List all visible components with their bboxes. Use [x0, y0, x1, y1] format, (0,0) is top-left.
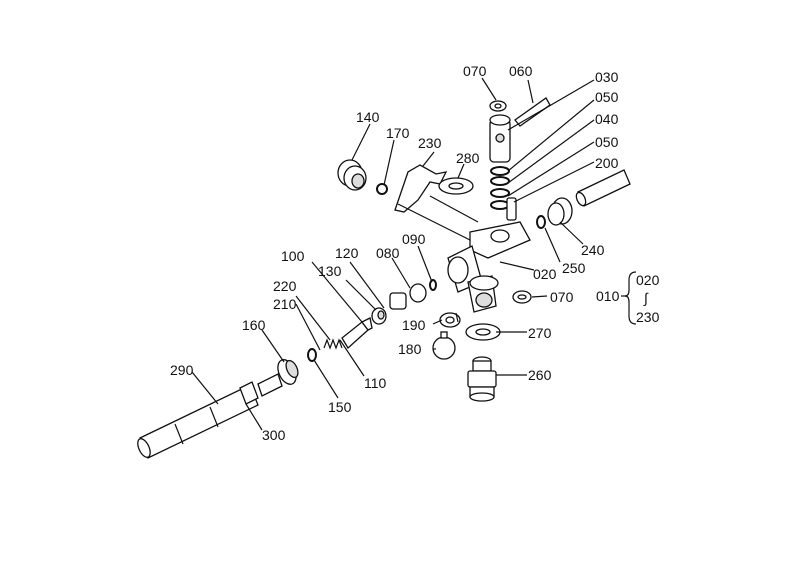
part-140-plug: [337, 159, 388, 195]
part-020-body: [447, 221, 531, 313]
part-070-cap-side: [512, 290, 532, 304]
assembly-code: 010: [596, 288, 620, 304]
label-190: 190: [402, 317, 426, 333]
assembly-range-end: 230: [636, 309, 660, 325]
part-260-nozzle: [467, 356, 497, 402]
label-050-upper: 050: [595, 89, 619, 105]
label-070-side: 070: [550, 289, 574, 305]
label-230: 230: [418, 135, 442, 151]
part-160-fitting: [257, 359, 299, 397]
label-040: 040: [595, 111, 619, 127]
label-030: 030: [595, 69, 619, 85]
leader-lines: [191, 77, 595, 431]
label-140: 140: [356, 109, 380, 125]
label-060: 060: [509, 63, 533, 79]
label-130: 130: [318, 263, 342, 279]
part-280-washer: [438, 177, 474, 195]
label-020: 020: [533, 266, 557, 282]
label-240: 240: [581, 242, 605, 258]
assembly-legend: 010 020 ∫ 230: [596, 271, 660, 325]
label-280: 280: [456, 150, 480, 166]
part-050-o-ring: [490, 166, 510, 210]
part-230-bracket: [394, 164, 479, 241]
label-100: 100: [281, 248, 305, 264]
part-150-washer: [307, 348, 317, 362]
part-240-fitting: [536, 197, 573, 229]
part-030-piston: [489, 114, 511, 163]
label-090: 090: [402, 231, 426, 247]
label-120: 120: [335, 245, 359, 261]
assembly-range-separator: ∫: [643, 290, 649, 306]
label-160: 160: [242, 317, 266, 333]
label-200: 200: [595, 155, 619, 171]
part-180-cap: [432, 331, 456, 360]
part-070-cap-top: [489, 100, 507, 112]
part-110-needle: [341, 317, 373, 350]
label-170: 170: [386, 125, 410, 141]
label-210: 210: [273, 296, 297, 312]
callout-labels: 070 060 030 050 040 050 200 140 170 230 …: [170, 63, 619, 443]
part-190-washer: [439, 312, 461, 328]
label-070-top: 070: [463, 63, 487, 79]
label-270: 270: [528, 325, 552, 341]
label-080: 080: [376, 245, 400, 261]
label-050-lower: 050: [595, 134, 619, 150]
part-120-cap: [371, 307, 387, 325]
label-110: 110: [364, 375, 387, 391]
label-150: 150: [328, 399, 352, 415]
part-200-pipe: [506, 169, 631, 221]
label-180: 180: [398, 341, 422, 357]
part-210-spring: [323, 338, 343, 350]
label-250: 250: [562, 260, 586, 276]
label-300: 300: [262, 427, 286, 443]
label-220: 220: [273, 278, 297, 294]
assembly-range-start: 020: [636, 272, 660, 288]
part-080-plug: [389, 279, 437, 310]
label-260: 260: [528, 367, 552, 383]
part-290-shaft: [137, 381, 259, 459]
label-290: 290: [170, 362, 194, 378]
part-270-washer: [465, 323, 501, 341]
